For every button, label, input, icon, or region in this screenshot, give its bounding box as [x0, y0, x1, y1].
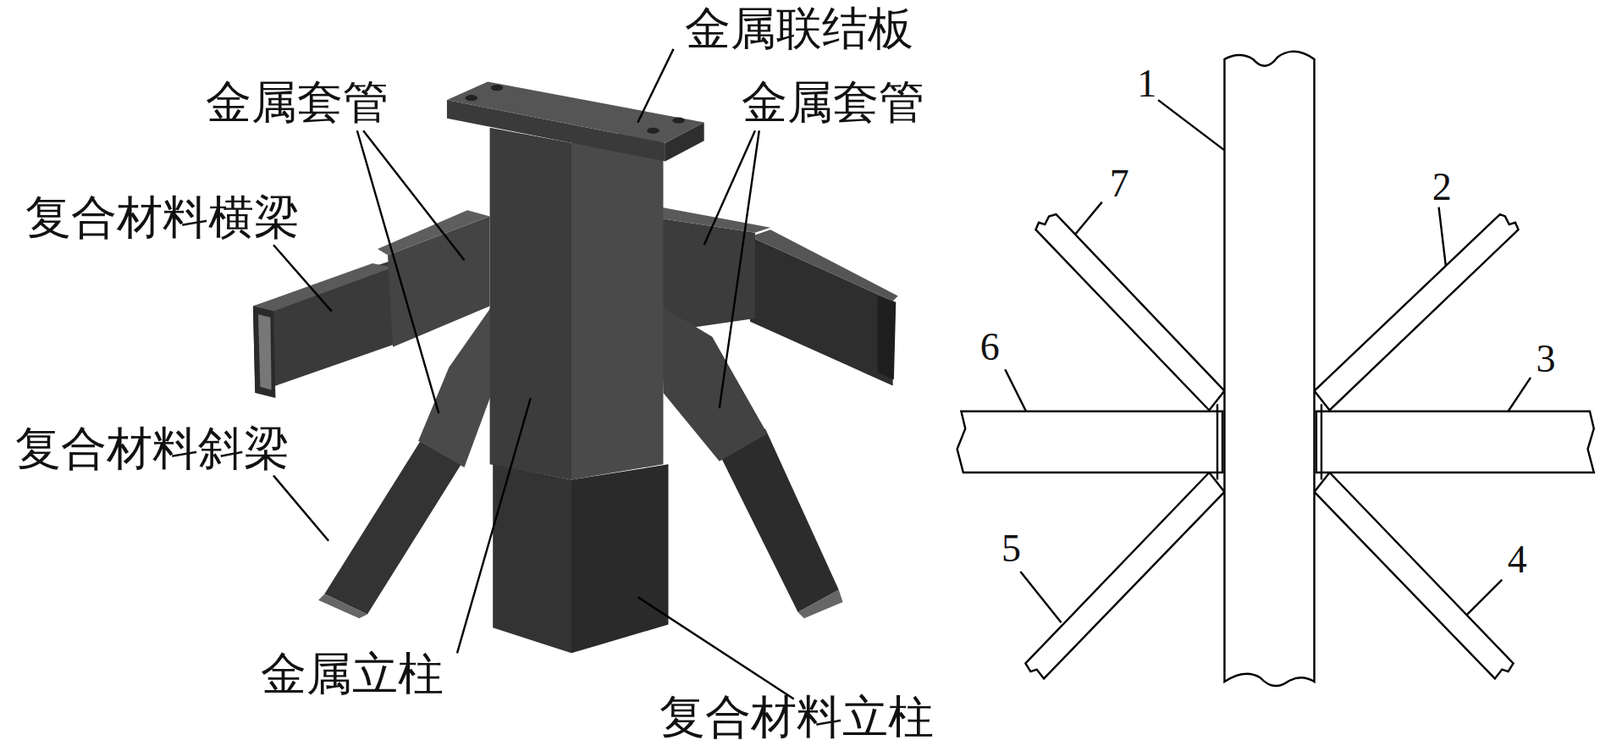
leader-lines — [273, 49, 1531, 700]
part-label: 金属联结板 — [684, 5, 914, 52]
callout-number: 6 — [980, 327, 1000, 367]
part-label: 金属套管 — [741, 79, 925, 126]
schematic — [957, 51, 1595, 686]
part-label: 复合材料横梁 — [25, 194, 300, 241]
part-label: 金属套管 — [205, 79, 389, 126]
part-label: 复合材料立柱 — [659, 694, 934, 740]
callout-number: 3 — [1536, 339, 1556, 379]
part-label: 金属立柱 — [260, 651, 444, 697]
callout-number: 4 — [1507, 540, 1528, 580]
callout-number: 2 — [1432, 167, 1452, 207]
callout-number: 7 — [1109, 164, 1130, 204]
joint-3d — [253, 81, 899, 653]
callout-number: 5 — [1001, 529, 1021, 569]
callout-number: 1 — [1136, 64, 1157, 104]
part-label: 复合材料斜梁 — [15, 425, 290, 472]
